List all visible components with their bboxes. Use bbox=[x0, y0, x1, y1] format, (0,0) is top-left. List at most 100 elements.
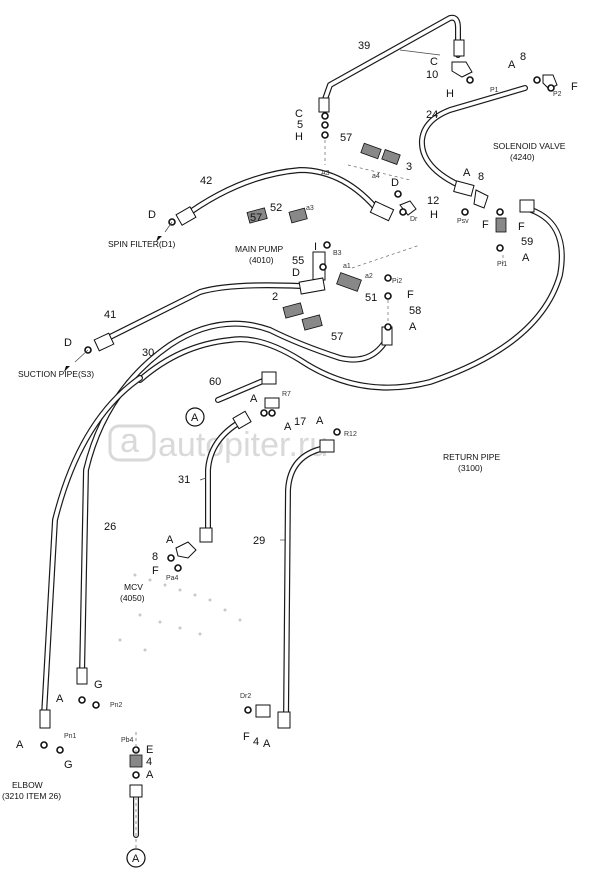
letter-c: C bbox=[430, 56, 438, 68]
caption-main-pump-code: (4010) bbox=[249, 255, 274, 265]
part-57: 57 bbox=[250, 212, 262, 224]
letter-a: A bbox=[263, 738, 271, 750]
part-8: 8 bbox=[478, 171, 484, 183]
caption-suction-pipe: SUCTION PIPE(S3) bbox=[18, 369, 94, 379]
part-10: 10 bbox=[426, 69, 438, 81]
letter-c: C bbox=[295, 108, 303, 120]
letter-a: A bbox=[16, 739, 24, 751]
part-12: 12 bbox=[427, 195, 439, 207]
svg-text:B3: B3 bbox=[333, 250, 342, 257]
part-17: 17 bbox=[294, 416, 306, 428]
letter-a: A bbox=[522, 252, 530, 264]
leader-lines bbox=[74, 49, 504, 850]
letter-a: A bbox=[56, 693, 64, 705]
fittings bbox=[39, 39, 558, 798]
letter-f: F bbox=[518, 221, 525, 233]
part-39: 39 bbox=[358, 40, 370, 52]
part-number-labels: 39 10 8 24 5 57 3 8 12 42 52 57 59 55 51… bbox=[104, 40, 533, 768]
letter-d: D bbox=[148, 209, 156, 221]
letter-e: E bbox=[146, 744, 153, 756]
caption-return-pipe-code: (3100) bbox=[458, 463, 483, 473]
part-4: 4 bbox=[253, 736, 259, 748]
part-60: 60 bbox=[209, 376, 221, 388]
svg-text:P1: P1 bbox=[490, 87, 499, 94]
letter-f: F bbox=[152, 565, 159, 577]
svg-text:Pb4: Pb4 bbox=[121, 737, 134, 744]
part-57: 57 bbox=[331, 331, 343, 343]
part-52: 52 bbox=[270, 202, 282, 214]
letter-h: H bbox=[430, 209, 438, 221]
letter-f: F bbox=[571, 81, 578, 93]
hoses bbox=[41, 14, 565, 838]
part-3: 3 bbox=[406, 161, 412, 173]
svg-text:Psv: Psv bbox=[457, 218, 469, 225]
part-8: 8 bbox=[520, 51, 526, 63]
mcv-silhouette bbox=[118, 573, 242, 652]
svg-text:a1: a1 bbox=[343, 263, 351, 270]
reference-circles: A A bbox=[126, 407, 205, 868]
svg-text:Dr: Dr bbox=[410, 216, 418, 223]
part-26: 26 bbox=[104, 521, 116, 533]
direction-arrows bbox=[64, 236, 162, 372]
caption-mcv-code: (4050) bbox=[120, 593, 145, 603]
part-57: 57 bbox=[340, 132, 352, 144]
caption-spin-filter: SPIN FILTER(D1) bbox=[108, 239, 176, 249]
part-58: 58 bbox=[409, 305, 421, 317]
svg-text:a2: a2 bbox=[365, 273, 373, 280]
part-41: 41 bbox=[104, 309, 116, 321]
part-31: 31 bbox=[178, 474, 190, 486]
letter-a: A bbox=[146, 769, 154, 781]
svg-text:Pi2: Pi2 bbox=[392, 278, 402, 285]
part-4: 4 bbox=[146, 756, 152, 768]
letter-d: D bbox=[292, 267, 300, 279]
part-55: 55 bbox=[292, 255, 304, 267]
part-59: 59 bbox=[521, 236, 533, 248]
hose-29 bbox=[283, 445, 328, 723]
caption-solenoid-valve-code: (4240) bbox=[510, 152, 535, 162]
letter-a: A bbox=[166, 534, 174, 546]
caption-return-pipe: RETURN PIPE bbox=[443, 452, 500, 462]
svg-text:A: A bbox=[191, 412, 199, 424]
caption-solenoid-valve: SOLENOID VALVE bbox=[493, 141, 566, 151]
svg-text:R12: R12 bbox=[344, 431, 357, 438]
part-24: 24 bbox=[426, 109, 438, 121]
svg-text:A: A bbox=[132, 853, 140, 865]
letter-a: A bbox=[284, 421, 292, 433]
letter-f: F bbox=[243, 731, 250, 743]
letter-h: H bbox=[446, 88, 454, 100]
part-51: 51 bbox=[365, 292, 377, 304]
letter-i: I bbox=[314, 241, 317, 253]
svg-text:Pn2: Pn2 bbox=[110, 702, 123, 709]
svg-text:a4: a4 bbox=[372, 173, 380, 180]
part-8: 8 bbox=[152, 551, 158, 563]
part-5: 5 bbox=[297, 119, 303, 131]
part-30: 30 bbox=[142, 347, 154, 359]
part-42: 42 bbox=[200, 175, 212, 187]
svg-text:Pi1: Pi1 bbox=[497, 261, 507, 268]
letter-a: A bbox=[463, 167, 471, 179]
svg-text:P2: P2 bbox=[553, 91, 562, 98]
svg-text:a3: a3 bbox=[306, 205, 314, 212]
letter-a: A bbox=[316, 415, 324, 427]
ref-circle-a-top bbox=[185, 407, 205, 427]
caption-main-pump: MAIN PUMP bbox=[235, 244, 284, 254]
letter-d: D bbox=[64, 337, 72, 349]
letter-d: D bbox=[391, 177, 399, 189]
letter-g: G bbox=[94, 679, 103, 691]
letter-a: A bbox=[250, 393, 258, 405]
letter-a: A bbox=[409, 321, 417, 333]
svg-text:R7: R7 bbox=[282, 391, 291, 398]
caption-elbow: ELBOW bbox=[12, 780, 43, 790]
hose-30 bbox=[79, 320, 388, 678]
svg-text:Pn1: Pn1 bbox=[64, 733, 77, 740]
port-letter-labels: C H A F C H D H A F F A D I D F A D A A … bbox=[16, 56, 578, 781]
svg-text:Pa4: Pa4 bbox=[166, 575, 179, 582]
letter-f: F bbox=[482, 219, 489, 231]
caption-mcv: MCV bbox=[124, 582, 143, 592]
svg-text:A3: A3 bbox=[321, 170, 330, 177]
svg-text:a: a bbox=[120, 422, 139, 460]
letter-g: G bbox=[64, 759, 73, 771]
letter-h: H bbox=[295, 131, 303, 143]
caption-elbow-code: (3210 ITEM 26) bbox=[2, 791, 61, 801]
